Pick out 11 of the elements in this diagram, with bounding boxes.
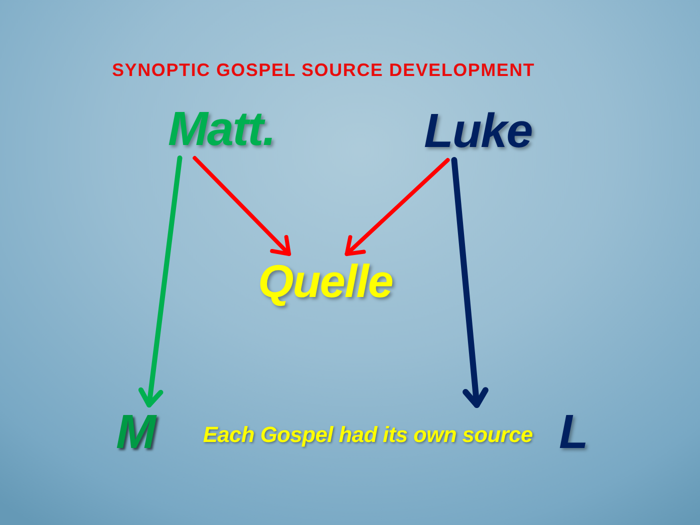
- gospel-name: Luke: [424, 108, 532, 156]
- arrow: [138, 156, 182, 408]
- arrow: [344, 158, 450, 256]
- arrow: [451, 157, 488, 408]
- note-text: Each Gospel had its own source: [203, 423, 533, 448]
- gospel-name: Matt.: [168, 106, 275, 154]
- source-name: Quelle: [258, 258, 393, 304]
- diagram-title: SYNOPTIC GOSPEL SOURCE DEVELOPMENT: [112, 61, 535, 81]
- source-letter: M: [116, 409, 155, 457]
- source-letter: L: [559, 409, 588, 457]
- arrow: [192, 156, 291, 256]
